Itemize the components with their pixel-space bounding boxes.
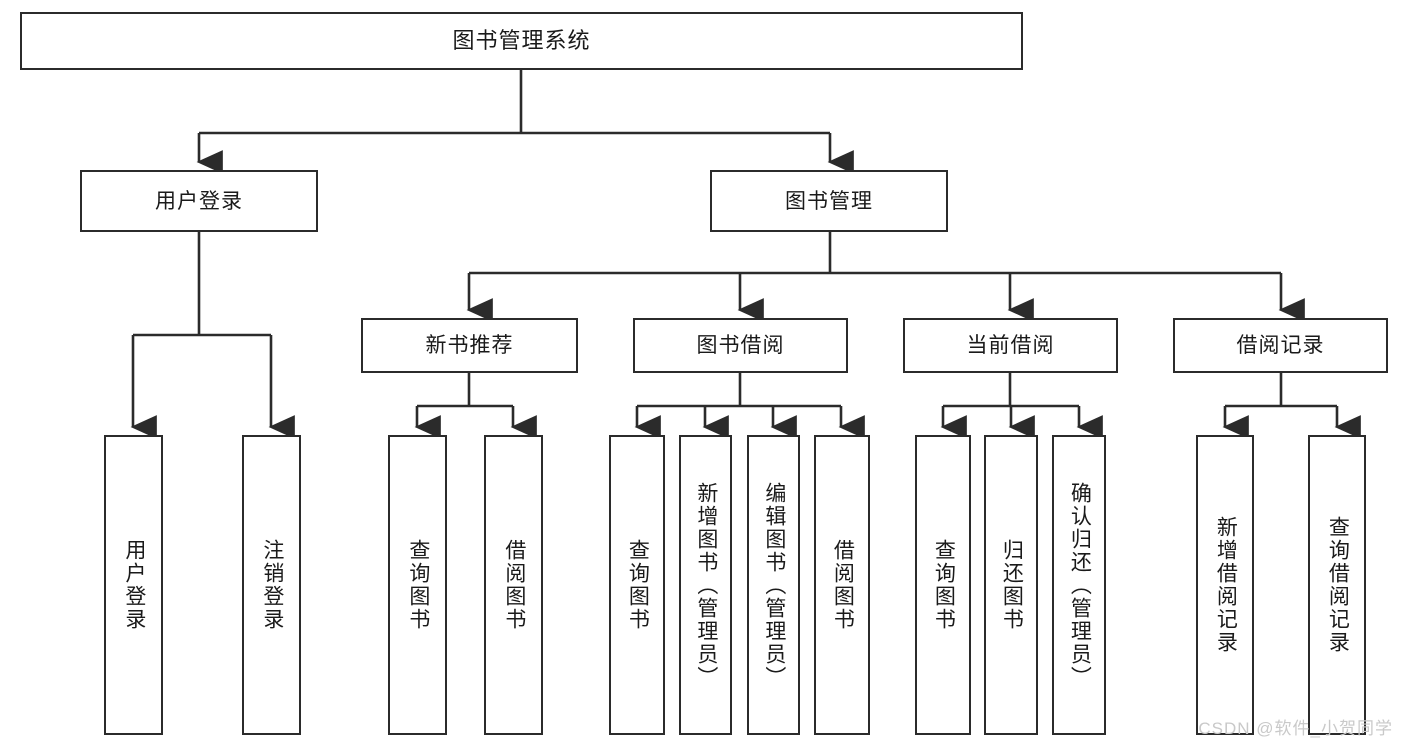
- leaf-book-borrow-add-book-admin[interactable]: 新增图书（管理员）: [679, 435, 732, 735]
- csdn-watermark: CSDN @软件_小贺同学: [1198, 719, 1393, 738]
- node-root-book-management-system[interactable]: 图书管理系统: [20, 12, 1023, 70]
- leaf-current-borrow-return-book[interactable]: 归还图书: [984, 435, 1038, 735]
- leaf-user-login-logout[interactable]: 注销登录: [242, 435, 301, 735]
- node-current-borrow[interactable]: 当前借阅: [903, 318, 1118, 373]
- leaf-label: 借阅图书: [831, 539, 855, 631]
- leaf-current-borrow-confirm-return-admin[interactable]: 确认归还（管理员）: [1052, 435, 1106, 735]
- leaf-label: 用户登录: [122, 539, 146, 631]
- node-borrow-record[interactable]: 借阅记录: [1173, 318, 1388, 373]
- leaf-new-book-borrow-book[interactable]: 借阅图书: [484, 435, 543, 735]
- leaf-current-borrow-query-book[interactable]: 查询图书: [915, 435, 971, 735]
- leaf-label: 归还图书: [1000, 539, 1024, 631]
- leaf-label: 借阅图书: [502, 539, 526, 631]
- node-book-borrow[interactable]: 图书借阅: [633, 318, 848, 373]
- leaf-label: 新增图书（管理员）: [694, 481, 718, 689]
- leaf-label: 编辑图书（管理员）: [762, 481, 786, 689]
- leaf-label: 查询图书: [626, 539, 650, 631]
- leaf-book-borrow-query-book[interactable]: 查询图书: [609, 435, 665, 735]
- leaf-borrow-record-add-record[interactable]: 新增借阅记录: [1196, 435, 1254, 735]
- leaf-label: 确认归还（管理员）: [1068, 481, 1092, 689]
- node-user-login[interactable]: 用户登录: [80, 170, 318, 232]
- leaf-label: 查询图书: [932, 539, 956, 631]
- leaf-label: 注销登录: [260, 539, 284, 631]
- leaf-label: 新增借阅记录: [1214, 516, 1238, 654]
- leaf-new-book-query-book[interactable]: 查询图书: [388, 435, 447, 735]
- leaf-user-login-login[interactable]: 用户登录: [104, 435, 163, 735]
- leaf-book-borrow-edit-book-admin[interactable]: 编辑图书（管理员）: [747, 435, 800, 735]
- leaf-book-borrow-borrow-book[interactable]: 借阅图书: [814, 435, 870, 735]
- node-book-management[interactable]: 图书管理: [710, 170, 948, 232]
- leaf-label: 查询图书: [406, 539, 430, 631]
- node-new-book-recommend[interactable]: 新书推荐: [361, 318, 578, 373]
- leaf-borrow-record-query-record[interactable]: 查询借阅记录: [1308, 435, 1366, 735]
- leaf-label: 查询借阅记录: [1326, 516, 1350, 654]
